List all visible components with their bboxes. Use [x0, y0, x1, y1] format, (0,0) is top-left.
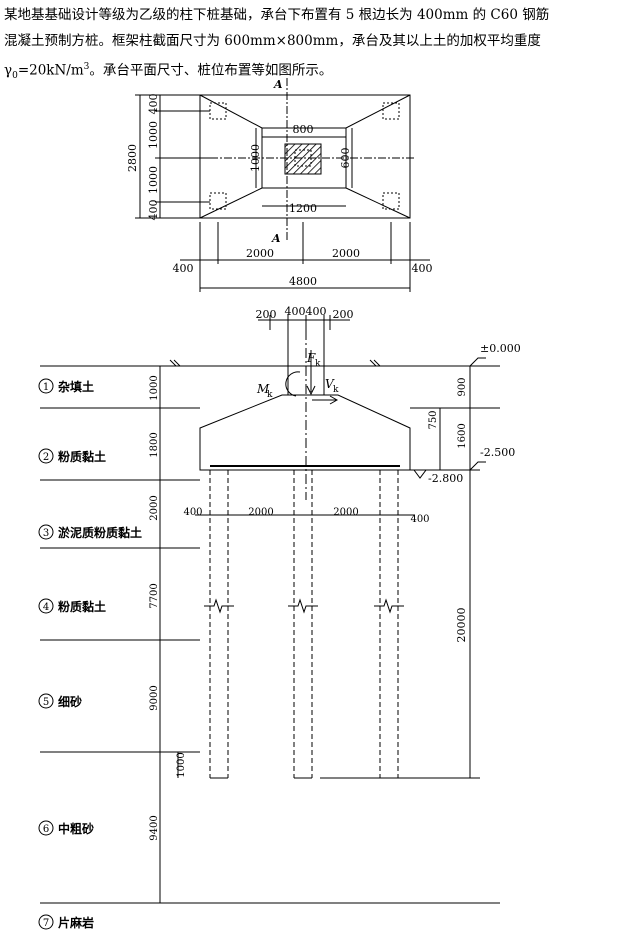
load-f: F	[306, 351, 316, 365]
dim-left-3: 1000	[147, 166, 160, 194]
dim-col-depth: 600	[339, 148, 352, 169]
layer-2: 2 粉质黏土 1800	[38, 432, 160, 464]
layer-1-thickness: 1000	[149, 375, 160, 400]
pile-plan	[209, 192, 227, 210]
load-m: M	[256, 382, 270, 396]
layer-1: 1 杂填土 1000	[38, 375, 160, 401]
layer-4-thickness: 7700	[149, 583, 160, 608]
pile-plan	[382, 192, 400, 210]
gamma-subscript: 0	[12, 71, 18, 82]
section-mark-top: A	[273, 78, 283, 91]
cap-outline	[199, 94, 411, 219]
layer-4: 4 粉质黏土 7700	[38, 583, 160, 614]
dim-left-1: 400	[147, 94, 160, 115]
layer-2-num: 2	[43, 452, 49, 463]
load-v: V	[325, 377, 335, 391]
layer-6-thickness: 9400	[149, 815, 160, 840]
dim-750: 750	[428, 410, 439, 429]
pile-cap	[199, 394, 411, 471]
pile-plan	[382, 102, 400, 120]
top-dim-1: 200	[256, 308, 277, 321]
pile-dim-2: 2000	[248, 507, 273, 518]
problem-line-3-tail: 。承台平面尺寸、桩位布置等如图所示。	[89, 62, 333, 79]
layer-5-thickness: 9000	[149, 685, 160, 710]
section-view	[40, 315, 500, 904]
section-mark-bottom: A	[271, 232, 281, 245]
pile-dim-3: 2000	[333, 507, 358, 518]
dim-left-4: 400	[147, 200, 160, 221]
layer-2-name: 粉质黏土	[58, 449, 106, 464]
plan-labels: A A 2800 400 1000 1000 400 800 600 1000 …	[126, 78, 433, 288]
pile-plan	[209, 102, 227, 120]
layer-7-name: 片麻岩	[58, 915, 94, 930]
problem-line-3: γ0=20kN/m3。承台平面尺寸、桩位布置等如图所示。	[4, 54, 616, 89]
layer-2-thickness: 1800	[149, 432, 160, 457]
gamma-superscript: 3	[83, 62, 90, 72]
layer-5-name: 细砂	[58, 694, 82, 709]
dim-col-width: 800	[293, 123, 314, 136]
top-dim-4: 200	[333, 308, 354, 321]
dim-bottom-4: 400	[412, 262, 433, 275]
layer-3-name: 淤泥质粉质黏土	[58, 525, 142, 540]
layer-4-num: 4	[43, 602, 49, 613]
layer-7-num: 7	[43, 918, 49, 929]
level-ground: ±0.000	[480, 342, 521, 355]
layer-6-num: 6	[43, 824, 49, 835]
layer-5-num: 5	[43, 697, 49, 708]
layer-3: 3 淤泥质粉质黏土 2000	[38, 495, 160, 540]
gamma-value: =20kN/m	[17, 62, 84, 79]
section-labels: 200 400 400 200 ±0.000 -2.500 -2.800 F k…	[38, 305, 521, 930]
dim-inner-height: 1000	[249, 144, 262, 172]
problem-line-1: 某地基基础设计等级为乙级的柱下桩基础，承台下布置有 5 根边长为 400mm 的…	[4, 7, 550, 23]
level-pile-top: -2.800	[428, 472, 463, 485]
layer-7: 7 片麻岩	[38, 914, 94, 930]
pile-dim-1: 400	[183, 507, 202, 518]
layer-3-thickness: 2000	[149, 495, 160, 520]
top-dim-2: 400	[285, 305, 306, 318]
plan-view	[135, 78, 430, 292]
layer-1-name: 杂填土	[58, 379, 94, 394]
load-m-sub: k	[267, 390, 273, 400]
dim-bottom-1: 400	[173, 262, 194, 275]
dim-inner-width: 1200	[289, 202, 317, 215]
layer-5: 5 细砂 9000	[38, 685, 160, 711]
dim-1000-tip: 1000	[176, 752, 187, 777]
dim-left-2: 1000	[147, 121, 160, 149]
dim-900: 900	[457, 377, 468, 396]
dim-total-width: 4800	[289, 275, 317, 288]
dim-bottom-3: 2000	[332, 247, 360, 260]
dim-1600: 1600	[457, 423, 468, 448]
dim-bottom-2: 2000	[246, 247, 274, 260]
level-cap-bottom: -2.500	[480, 446, 515, 459]
pile-dim-4: 400	[410, 514, 429, 525]
gamma-symbol: γ	[4, 62, 13, 79]
dim-20000: 20000	[455, 608, 468, 643]
load-v-sub: k	[333, 385, 339, 395]
load-f-sub: k	[315, 359, 321, 369]
layer-6-name: 中粗砂	[58, 821, 94, 836]
problem-line-2: 混凝土预制方桩。框架柱截面尺寸为 600mm×800mm，承台及其以上土的加权平…	[4, 33, 541, 49]
problem-statement: 某地基基础设计等级为乙级的柱下桩基础，承台下布置有 5 根边长为 400mm 的…	[4, 2, 616, 89]
layer-3-num: 3	[43, 528, 49, 539]
top-dim-3: 400	[306, 305, 327, 318]
layer-1-num: 1	[43, 382, 49, 393]
layer-4-name: 粉质黏土	[58, 599, 106, 614]
dim-total-height: 2800	[126, 144, 139, 172]
column-section	[284, 143, 322, 175]
layer-6: 6 中粗砂 9400	[38, 815, 160, 841]
